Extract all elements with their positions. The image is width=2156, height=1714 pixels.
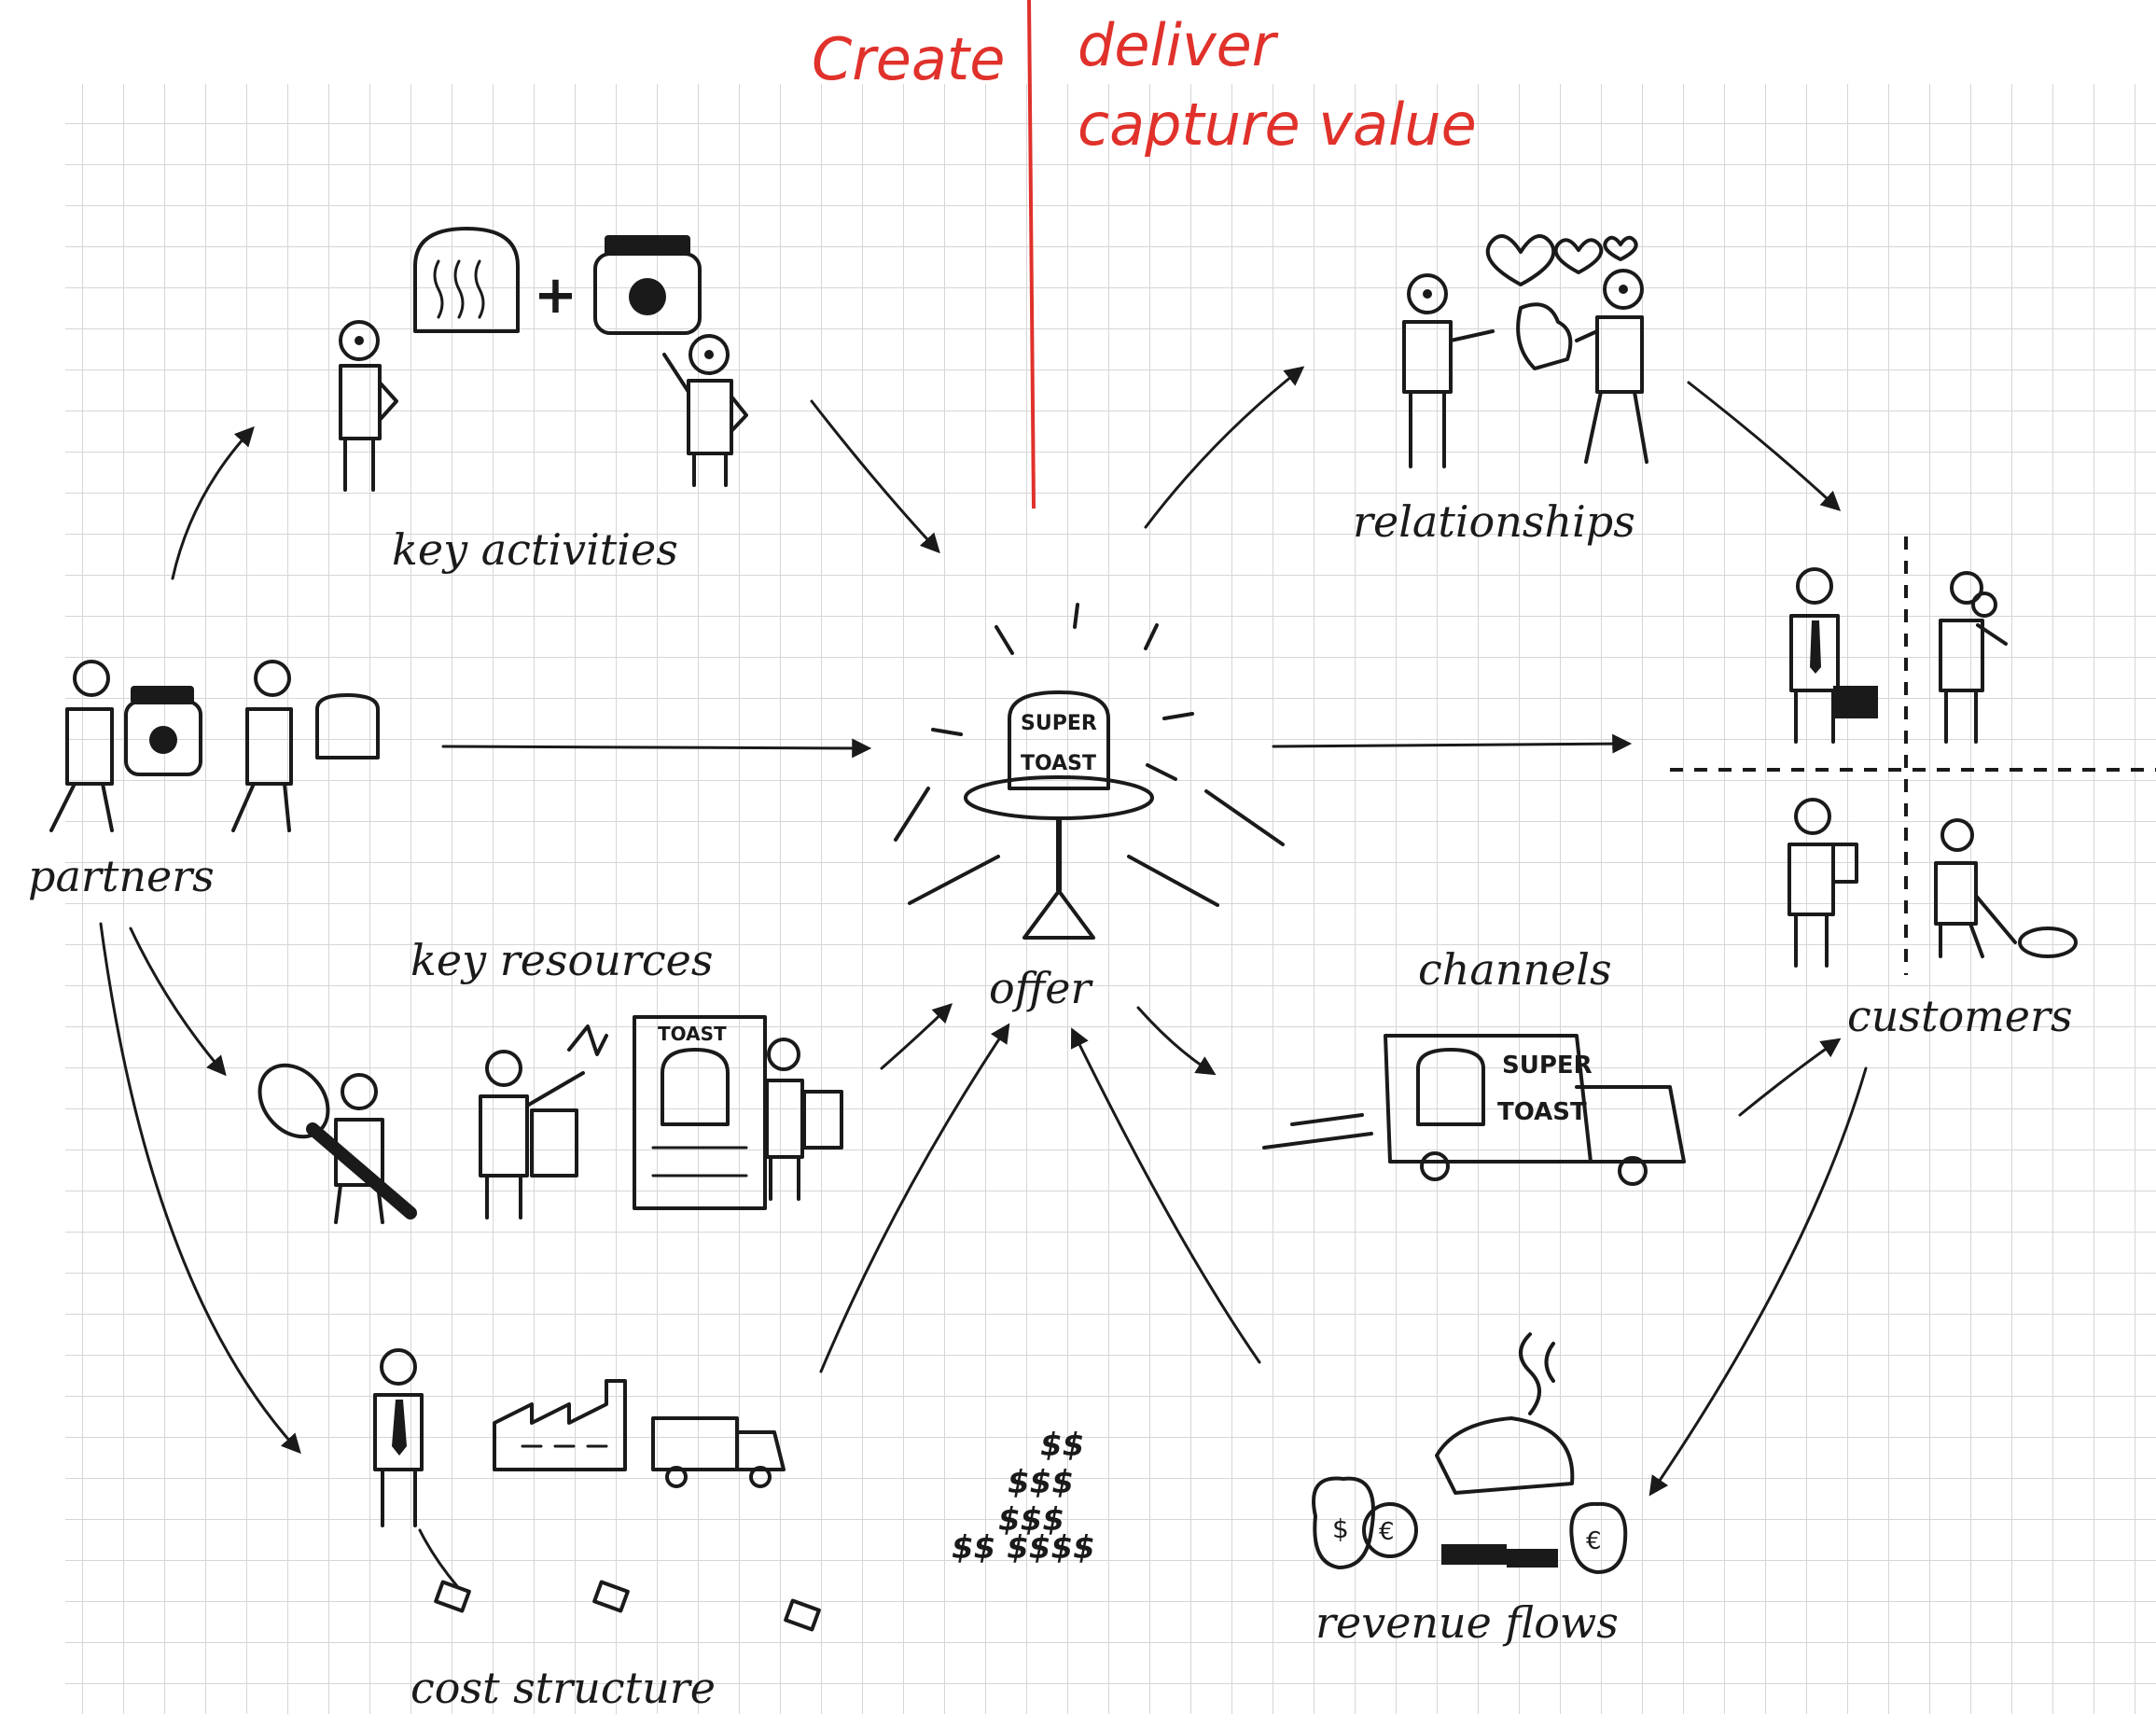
customers-group: customers: [1670, 536, 2156, 1041]
channels-label: channels: [1418, 944, 1612, 995]
revenue-flows-group: $ € € revenue flows: [1312, 1332, 1628, 1648]
revenue-flows-label: revenue flows: [1315, 1597, 1619, 1648]
svg-text:$$ $$$$: $$ $$$$: [952, 1529, 1095, 1567]
greeting-figure-left: [1402, 273, 1495, 468]
arrow-partners-to-cost: [99, 922, 301, 1455]
delivery-van-icon: [651, 1416, 821, 1632]
billboard-label: TOAST: [658, 1023, 727, 1045]
cake-label-line1: SUPER: [1021, 712, 1097, 735]
business-customer-figure: [1789, 567, 1878, 744]
shine-rays: [894, 603, 1285, 907]
cake-label-line2: TOAST: [1021, 752, 1096, 775]
parent-child-customer-figure: [1939, 571, 2008, 744]
create-deliver-divider: [1027, 0, 1036, 509]
spoon-figure: [257, 1063, 417, 1224]
channels-group: channels SUPER TOAST: [1262, 944, 1686, 1186]
cost-structure-group: cost structure: [373, 1348, 821, 1713]
greeting-figure-right: [1516, 269, 1648, 464]
svg-text:€: €: [1379, 1518, 1395, 1546]
arrow-offer-to-customers: [1272, 733, 1633, 754]
key-resources-label: key resources: [410, 935, 713, 985]
customers-label: customers: [1847, 991, 2073, 1041]
key-activities-group: + key activities: [339, 227, 748, 575]
graph-paper: [65, 84, 2156, 1714]
toast-billboard: TOAST: [633, 1015, 843, 1210]
welder-figure: [479, 1024, 608, 1219]
flow-arrows: [99, 366, 1868, 1497]
factory-icon: [493, 1379, 630, 1613]
svg-text:$$: $$: [1040, 1427, 1084, 1464]
toast-plate: [1435, 1416, 1575, 1495]
annotation-deliver: deliver: [1078, 11, 1279, 79]
cost-structure-label: cost structure: [410, 1663, 716, 1713]
relationships-group: relationships: [1353, 233, 1648, 547]
worker-figure-right: [662, 334, 748, 487]
svg-text:€: €: [1586, 1527, 1602, 1555]
relationships-label: relationships: [1353, 496, 1635, 547]
partners-label: partners: [28, 851, 215, 901]
arrow-relationships-to-customers: [1687, 381, 1842, 511]
offer-label: offer: [989, 963, 1094, 1013]
truck-label-line1: SUPER: [1502, 1052, 1593, 1080]
key-activities-label: key activities: [392, 524, 678, 575]
arrow-partners-to-offer: [441, 738, 872, 759]
arrow-revenue-to-offer: [1070, 1027, 1261, 1364]
cake-stand-icon: SUPER TOAST: [964, 690, 1154, 940]
offer-group: SUPER TOAST offer: [894, 603, 1285, 1013]
svg-text:$: $: [1332, 1513, 1349, 1544]
steam-lines: [1519, 1332, 1555, 1415]
dollar-signs-pile: $$ $$$ $$$ $$ $$$$: [952, 1427, 1095, 1567]
partner-figure-jar: [49, 660, 202, 832]
partners-group: partners: [28, 660, 380, 901]
manager-figure: [373, 1348, 471, 1613]
reader-customer-figure: [1787, 798, 1858, 968]
toast-icon: [413, 227, 520, 333]
supertoast-truck: SUPER TOAST: [1262, 1034, 1686, 1186]
arrow-activities-to-offer: [810, 399, 940, 554]
arrow-offer-to-channels: [1136, 1006, 1217, 1076]
annotation-create: Create: [812, 25, 1005, 93]
arrow-cost-to-offer: [819, 1023, 1010, 1373]
arrow-channels-to-customers: [1738, 1038, 1842, 1117]
key-resources-group: key resources TOAST: [257, 935, 843, 1224]
annotation-capture-value: capture value: [1078, 91, 1477, 159]
arrow-customers-to-revenue: [1648, 1066, 1868, 1497]
svg-text:$$$: $$$: [998, 1501, 1064, 1539]
arrow-offer-to-relationships: [1144, 366, 1305, 529]
arrow-partners-to-resources: [129, 927, 227, 1077]
arrow-resources-to-offer: [880, 1003, 953, 1070]
worker-figure-left: [339, 320, 398, 492]
truck-label-line2: TOAST: [1497, 1098, 1587, 1126]
money-bags-icon: $ € €: [1312, 1476, 1628, 1574]
dog-walker-customer-figure: [1934, 818, 2078, 958]
partner-figure-bread: [231, 660, 380, 832]
arrow-partners-to-activities: [171, 425, 255, 580]
svg-text:$$$: $$$: [1008, 1464, 1074, 1501]
hearts-icon: [1485, 233, 1638, 286]
plus-sign: +: [534, 265, 577, 326]
jam-jar-icon: [593, 235, 702, 335]
